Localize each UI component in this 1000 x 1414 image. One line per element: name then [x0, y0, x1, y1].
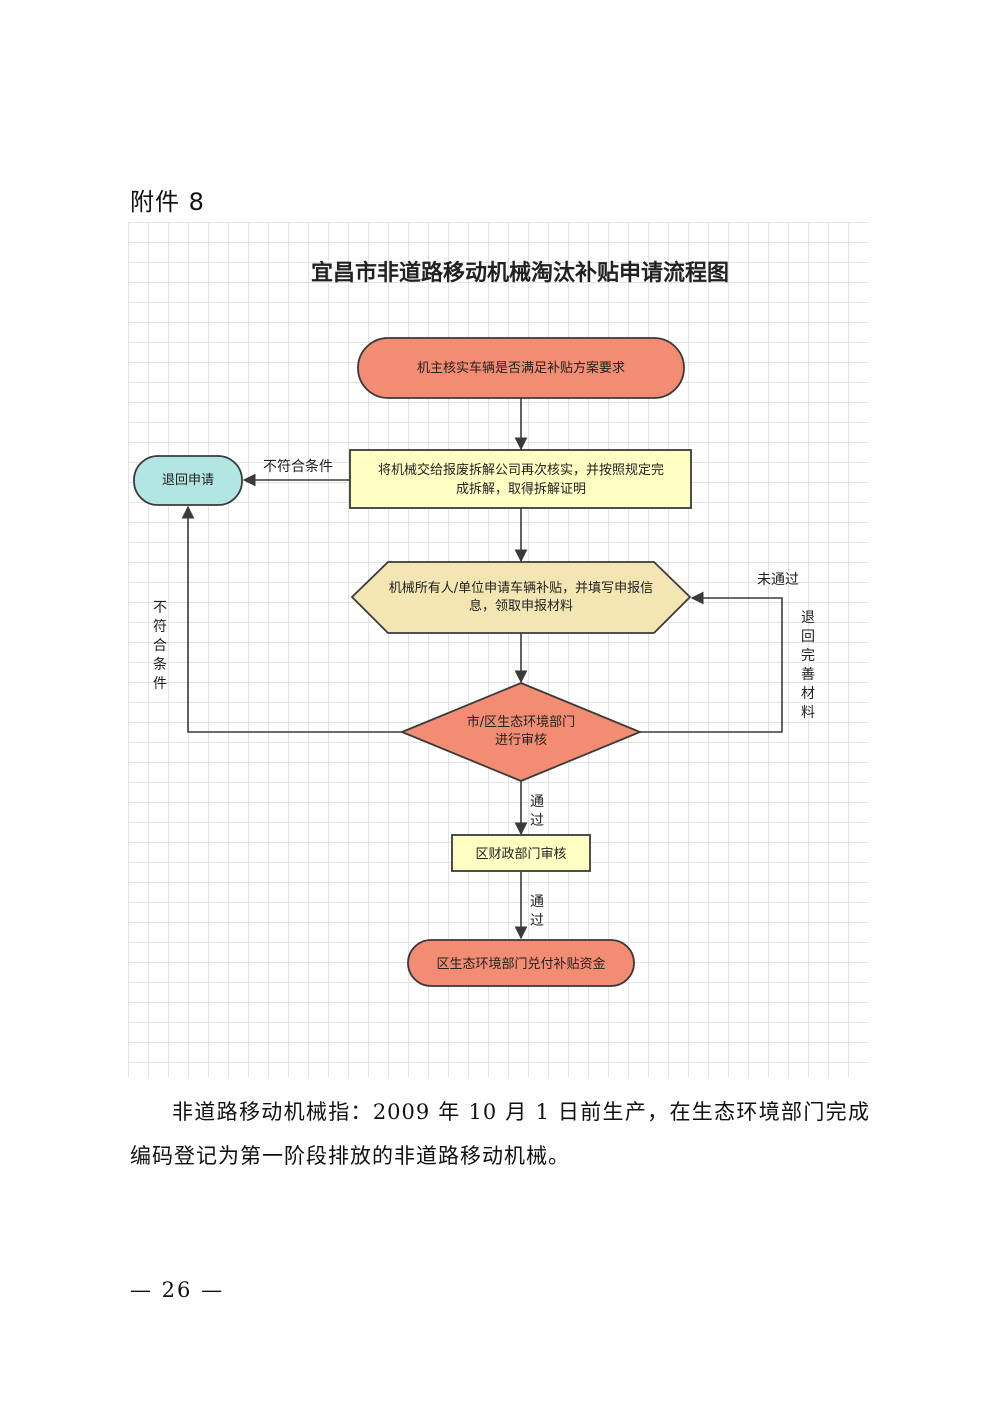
payout-node-label: 区生态环境部门兑付补贴资金 — [436, 956, 605, 972]
start-node — [357, 337, 685, 399]
dismantle-node-label-2: 成拆解，取得拆解证明 — [456, 481, 586, 497]
apply-node — [350, 561, 692, 634]
finance-node-label: 区财政部门审核 — [475, 847, 566, 862]
start-node-label: 机主核实车辆是否满足补贴方案要求 — [417, 360, 625, 376]
edge-label-char: 条 — [153, 656, 167, 673]
dismantle-node-label-1: 将机械交给报废拆解公司再次核实，并按照规定完 — [378, 462, 664, 478]
reject-node — [133, 455, 243, 506]
apply-node-label-2: 息，领取申报材料 — [469, 598, 573, 614]
edge-label-char: 退 — [801, 610, 815, 626]
footnote-paragraph: 非道路移动机械指：2009 年 10 月 1 日前生产，在生态环境部门完成编码登… — [130, 1100, 870, 1168]
review-node-label-1: 市/区生态环境部门 — [467, 714, 575, 730]
arrow-review-to-apply — [640, 591, 783, 733]
finance-node — [451, 834, 591, 872]
page-number: — 26 — — [130, 1278, 225, 1302]
edge-label-not-passed: 未通过 — [757, 572, 799, 588]
edge-label-not-qualified-vertical: 不 符 合 条 件 — [153, 600, 167, 692]
edge-label-char: 通 — [530, 894, 544, 910]
edge-label-char: 不 — [153, 600, 167, 616]
apply-node-label-1: 机械所有人/单位申请车辆补贴，并填写申报信 — [389, 580, 653, 596]
edge-label-char: 过 — [530, 913, 544, 929]
edge-label-char: 合 — [153, 638, 167, 654]
edge-label-pass-1-vertical: 通 过 — [530, 794, 544, 829]
edge-label-char: 完 — [801, 648, 815, 664]
dismantle-node — [349, 449, 692, 509]
edge-label-char: 符 — [153, 619, 167, 635]
edge-label-char: 料 — [801, 705, 815, 721]
edge-label-char: 善 — [801, 667, 815, 683]
edge-label-return-materials-vertical: 退 回 完 善 材 料 — [801, 610, 815, 721]
edge-label-pass-2-vertical: 通 过 — [530, 894, 544, 929]
edge-label-char: 通 — [530, 794, 544, 810]
edge-label-not-qualified: 不符合条件 — [263, 458, 333, 475]
arrow-review-to-reject — [181, 505, 402, 733]
edge-label-char: 过 — [530, 813, 544, 829]
review-node-label-2: 进行审核 — [495, 733, 547, 748]
review-node — [399, 682, 643, 782]
payout-node — [407, 939, 635, 987]
annex-label: 附件 8 — [130, 188, 205, 216]
edge-label-char: 回 — [801, 629, 815, 645]
reject-node-label: 退回申请 — [162, 473, 214, 488]
edge-label-char: 材 — [801, 686, 815, 702]
chart-title: 宜昌市非道路移动机械淘汰补贴申请流程图 — [310, 261, 729, 286]
edge-label-char: 件 — [153, 676, 167, 692]
